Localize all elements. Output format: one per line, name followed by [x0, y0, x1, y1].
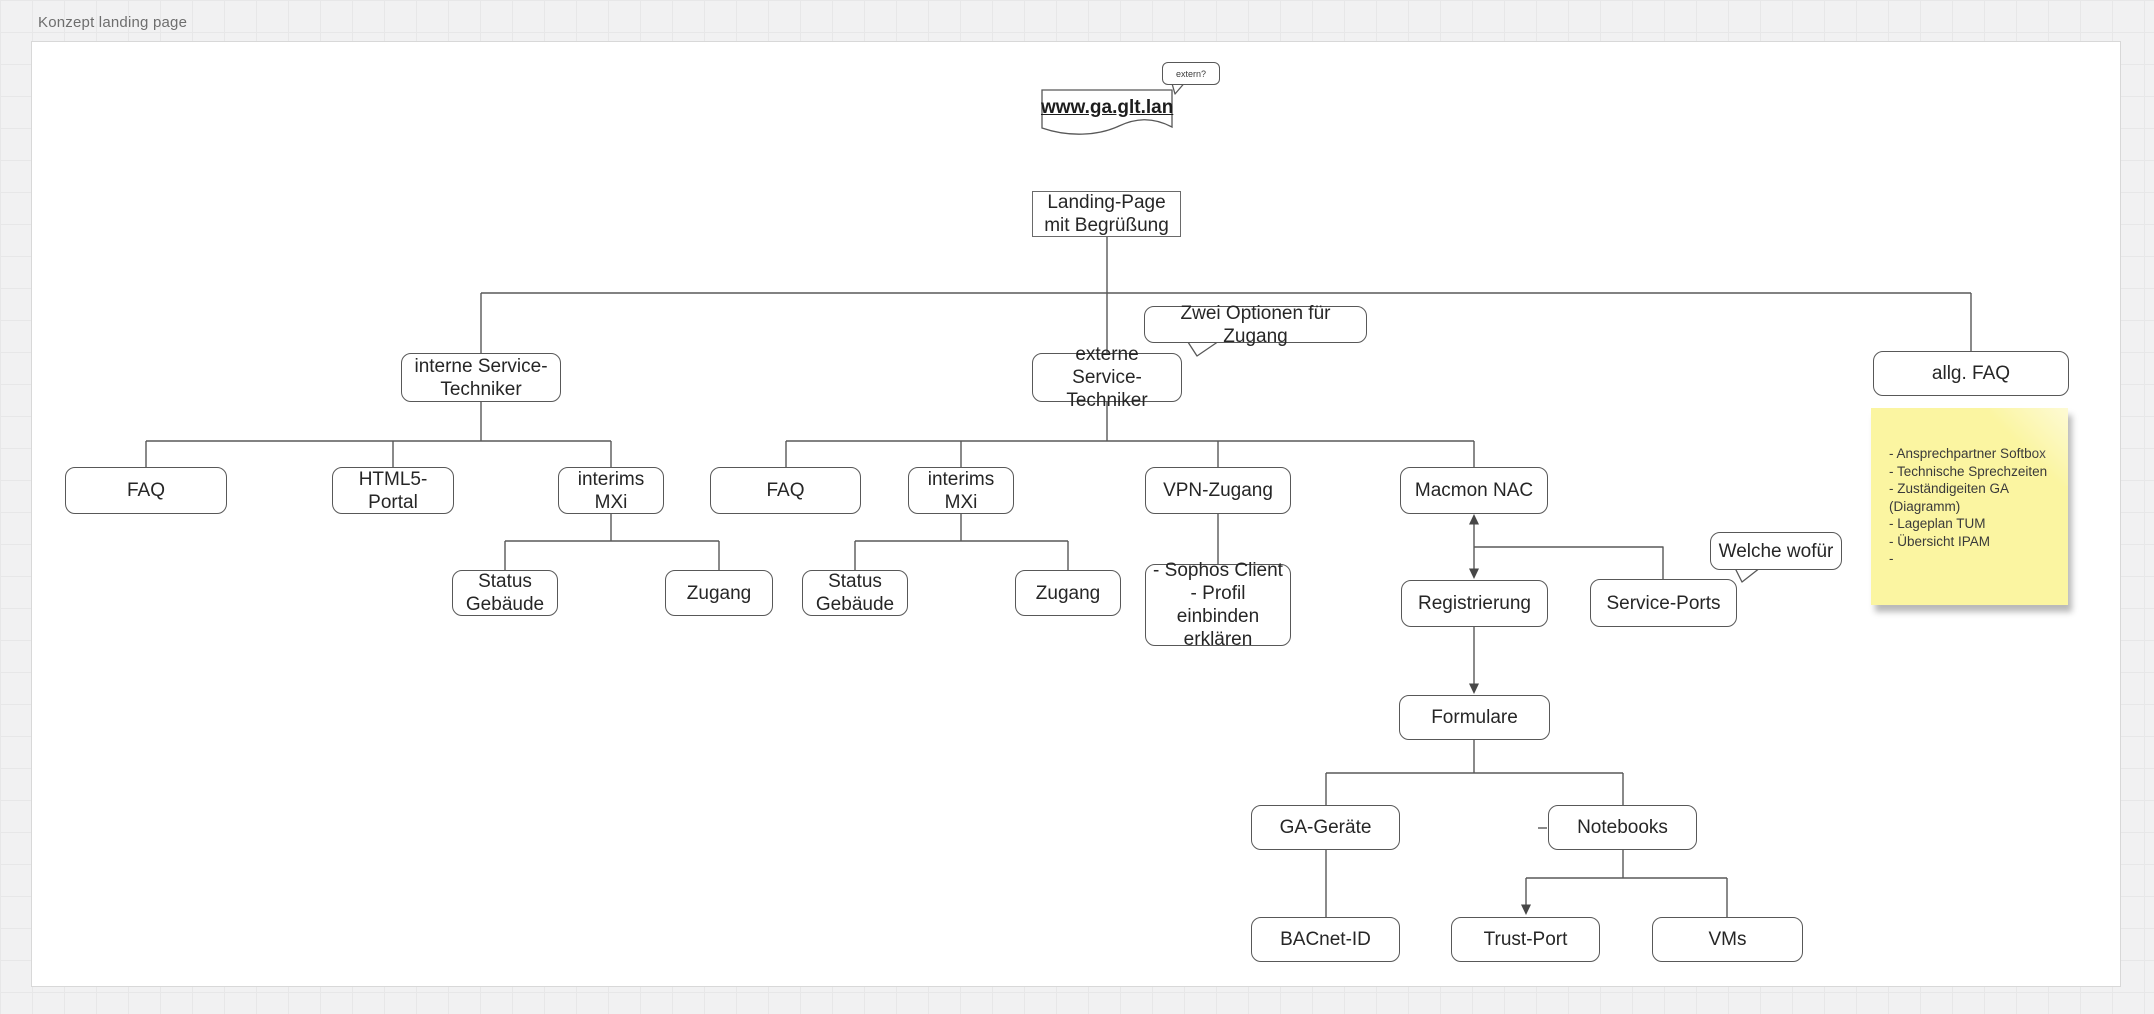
node-sophos-client[interactable]: - Sophos Client - Profil einbinden erklä…: [1145, 560, 1291, 650]
node-faq-extern[interactable]: FAQ: [710, 467, 861, 514]
node-macmon-nac[interactable]: Macmon NAC: [1400, 467, 1548, 514]
node-interne-service-techniker[interactable]: interne Service-Techniker: [401, 353, 561, 402]
node-trust-port[interactable]: Trust-Port: [1451, 917, 1600, 962]
arrowhead-into-macmon: [1469, 514, 1479, 525]
callout-zwei-optionen[interactable]: Zwei Optionen für Zugang: [1144, 303, 1367, 347]
node-service-ports[interactable]: Service-Ports: [1590, 579, 1737, 627]
node-allg-faq[interactable]: allg. FAQ: [1873, 351, 2069, 396]
callout-extern[interactable]: extern?: [1162, 62, 1220, 85]
node-externe-service-techniker[interactable]: externe Service-Techniker: [1032, 344, 1182, 411]
node-vms[interactable]: VMs: [1652, 917, 1803, 962]
node-formulare[interactable]: Formulare: [1399, 695, 1550, 740]
node-ga-geraete[interactable]: GA-Geräte: [1251, 805, 1400, 850]
node-vpn-zugang[interactable]: VPN-Zugang: [1145, 467, 1291, 514]
node-status-gebaeude-extern[interactable]: Status Gebäude: [802, 570, 908, 616]
arrowhead-into-formulare: [1469, 683, 1479, 694]
document-url-label: www.ga.glt.lan: [1041, 97, 1174, 118]
sticky-note-allg-faq[interactable]: - Ansprechpartner Softbox - Technische S…: [1871, 408, 2068, 605]
node-html5-portal[interactable]: HTML5-Portal: [332, 467, 454, 514]
node-notebooks[interactable]: Notebooks: [1548, 805, 1697, 850]
node-interims-mxi-extern[interactable]: interims MXi: [908, 467, 1014, 514]
document-outline: [1041, 89, 1173, 135]
node-faq-intern[interactable]: FAQ: [65, 467, 227, 514]
callout-welche-wofuer[interactable]: Welche wofür: [1710, 532, 1842, 570]
arrowhead-into-trustport: [1521, 904, 1531, 915]
arrowhead-into-registrierung: [1469, 568, 1479, 579]
document-shape-url[interactable]: www.ga.glt.lan: [1041, 89, 1173, 135]
node-bacnet-id[interactable]: BACnet-ID: [1251, 917, 1400, 962]
node-interims-mxi-intern[interactable]: interims MXi: [558, 467, 664, 514]
node-status-gebaeude-intern[interactable]: Status Gebäude: [452, 570, 558, 616]
node-landing-page[interactable]: Landing-Page mit Begrüßung: [1032, 191, 1181, 237]
node-registrierung[interactable]: Registrierung: [1401, 580, 1548, 627]
node-zugang-extern[interactable]: Zugang: [1015, 570, 1121, 616]
node-zugang-intern[interactable]: Zugang: [665, 570, 773, 616]
sticky-note-text: - Ansprechpartner Softbox - Technische S…: [1889, 446, 2048, 567]
page-title: Konzept landing page: [38, 14, 188, 31]
edge-branch-serviceports: [1474, 546, 1664, 579]
